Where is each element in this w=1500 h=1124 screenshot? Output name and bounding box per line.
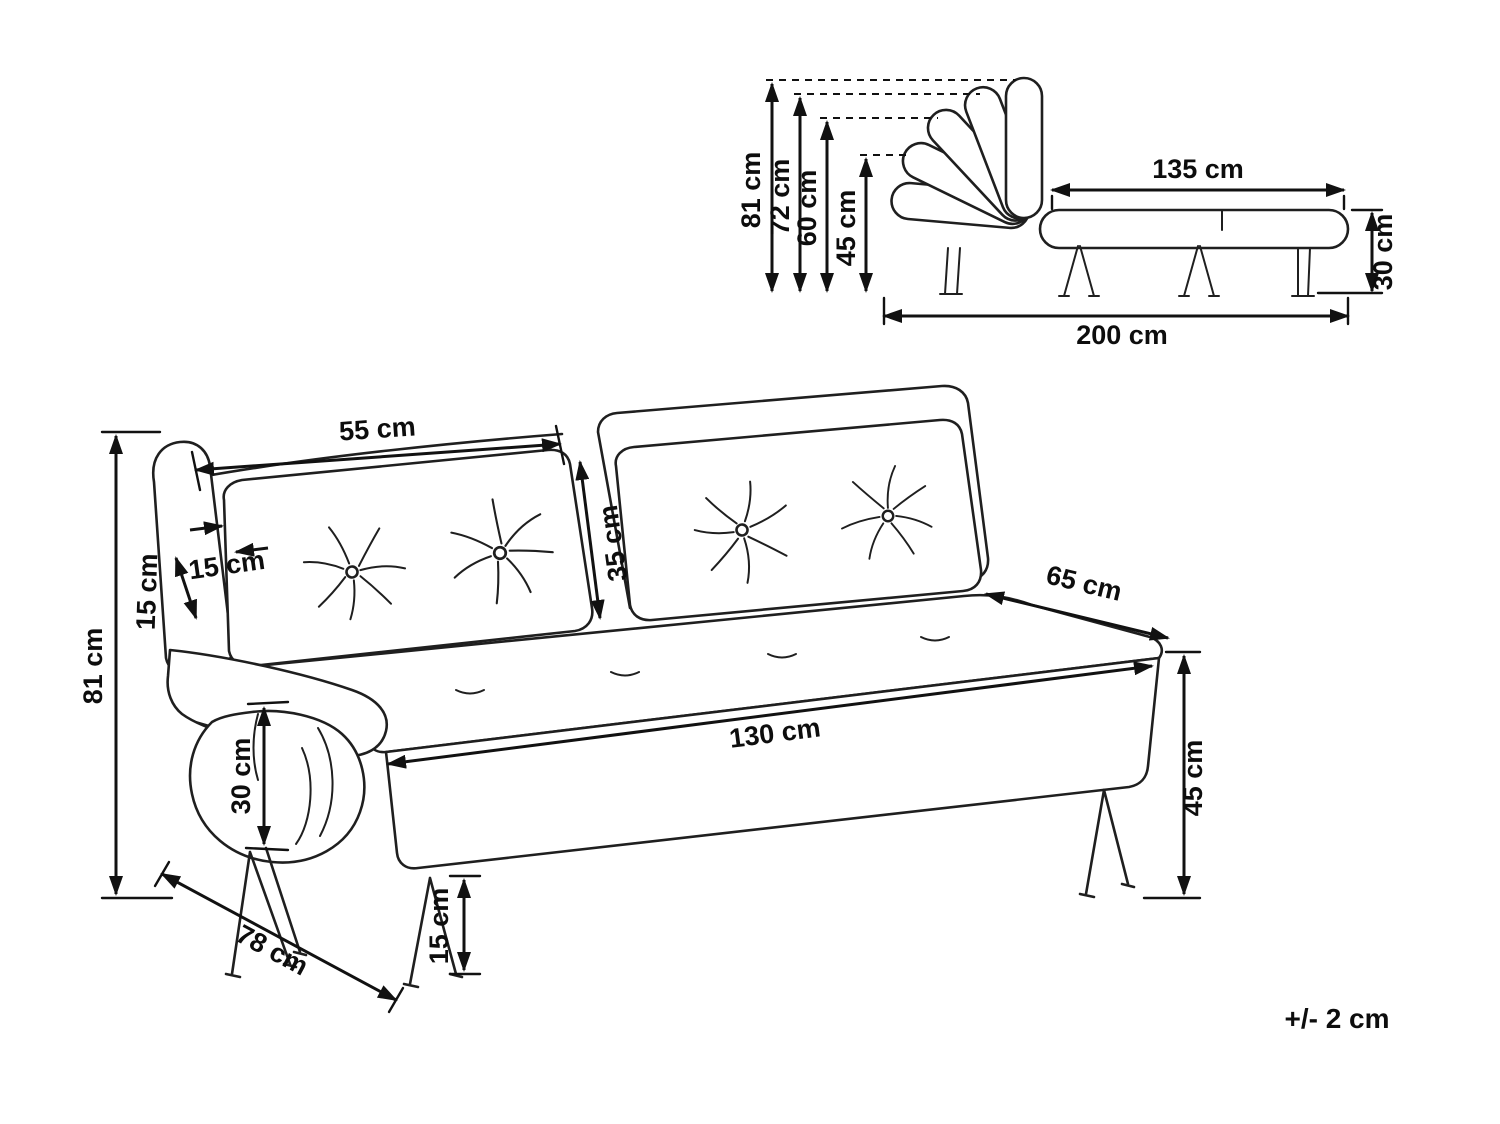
dim-arrow-cushion-thickness-a xyxy=(189,521,224,536)
side-view-leg-right xyxy=(1291,247,1315,297)
dim-arrow-seat-width xyxy=(386,661,1154,769)
dim-label-base-height: 30 cm xyxy=(1368,214,1398,291)
hairpin-leg-right xyxy=(1078,788,1136,899)
side-view-bed-platform xyxy=(1038,208,1350,250)
dim-label-seat-height: 45 cm xyxy=(1178,740,1208,817)
extension-tick xyxy=(554,424,566,466)
right-back-cushion xyxy=(614,418,983,622)
dim-arrow-cushion-height xyxy=(575,460,605,620)
side-view-leg-hairpin-2 xyxy=(1178,245,1220,297)
extension-tick xyxy=(387,986,405,1014)
bolster-fold-lines xyxy=(252,713,334,845)
perspective-dimensions: 55 cm 35 cm 15 cm 15 cm 81 cm 65 cm 130 … xyxy=(78,411,1208,1014)
side-view-legs xyxy=(939,245,1315,297)
dim-label-side-72: 72 cm xyxy=(765,159,795,236)
side-view-leg-hairpin-1 xyxy=(1058,245,1100,297)
dim-label-bed-length: 135 cm xyxy=(1152,154,1244,184)
dim-label-panel-thickness: 15 cm xyxy=(131,553,164,631)
extension-tick xyxy=(190,450,202,492)
extension-tick xyxy=(244,846,290,852)
extension-tick xyxy=(246,700,290,706)
side-view-leg-left xyxy=(939,247,963,295)
dim-label-total-length: 200 cm xyxy=(1076,320,1168,350)
dim-label-bolster-height: 30 cm xyxy=(226,738,256,815)
dim-label-leg-height: 15 cm xyxy=(424,888,454,965)
dim-label-overall-height: 81 cm xyxy=(78,628,108,705)
dim-label-side-45: 45 cm xyxy=(831,190,861,267)
dim-label-side-81: 81 cm xyxy=(736,152,766,229)
tolerance-note: +/- 2 cm xyxy=(1284,1003,1389,1034)
dim-arrow-cushion-width xyxy=(194,438,562,476)
dim-arrow-overall-depth xyxy=(160,872,398,1002)
dim-arrow-panel-thickness xyxy=(174,556,198,620)
sofa-side-view-drawing xyxy=(890,76,1350,297)
side-view-backrest-upright xyxy=(1004,76,1044,220)
dim-arrow-seat-depth xyxy=(984,591,1170,641)
dim-label-side-60: 60 cm xyxy=(792,170,822,247)
dim-label-cushion-width: 55 cm xyxy=(338,411,416,446)
extension-tick xyxy=(153,860,171,888)
left-back-cushion xyxy=(222,448,594,668)
hairpin-leg-center xyxy=(402,876,464,989)
side-view-dimensions: 81 cm 72 cm 60 cm 45 cm 135 cm 30 cm 200… xyxy=(736,79,1398,350)
dim-arrow-cushion-thickness-b xyxy=(234,542,269,557)
